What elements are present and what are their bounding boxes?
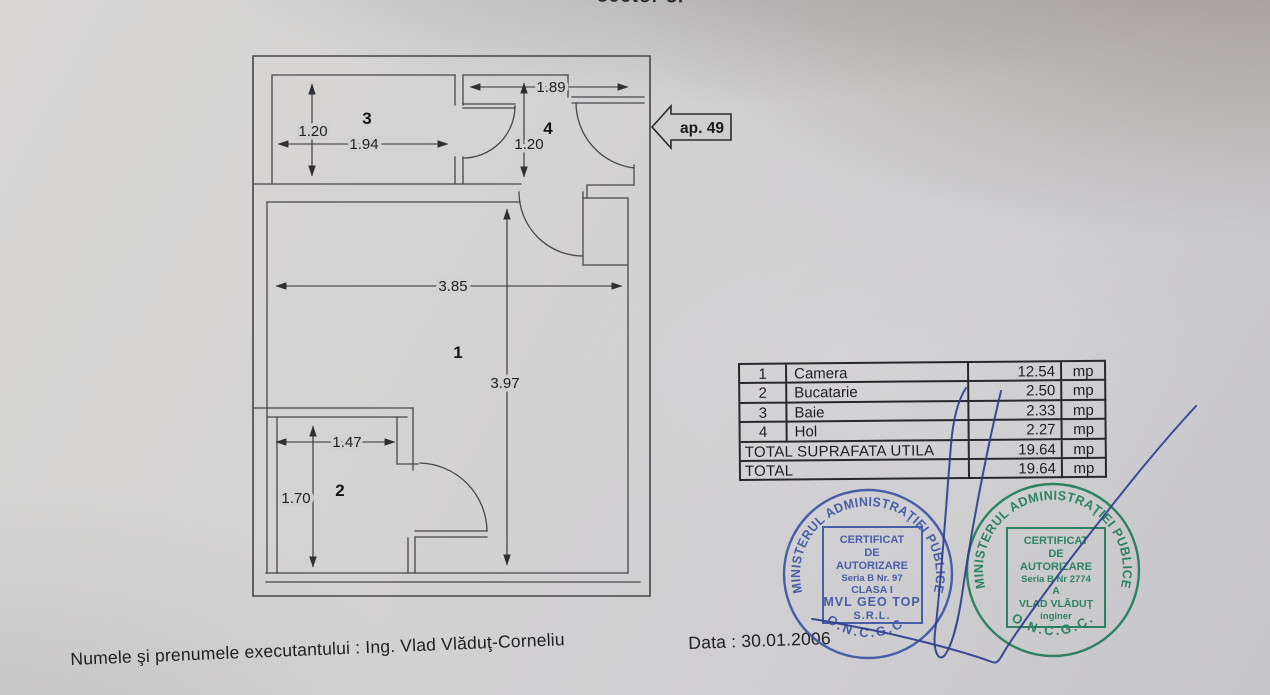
dim-hol-height: 1.20	[514, 136, 543, 153]
dimension-lines	[275, 82, 629, 568]
stamp-line: AUTORIZARE	[1020, 561, 1092, 573]
left-arrow-icon	[650, 103, 732, 151]
stamp-line: CERTIFICAT	[840, 534, 905, 546]
room-label-hol: 4	[543, 119, 553, 138]
stamp-inner-box	[1006, 527, 1106, 628]
door-leaf-bucatarie	[414, 530, 488, 538]
stamp-line: Seria B Nr 2774	[1021, 574, 1091, 585]
apartment-number-label: ap. 49	[680, 120, 724, 137]
door-swing-hol	[518, 191, 584, 257]
stamp-line: DE	[864, 547, 879, 559]
dim-baie-width: 1.94	[349, 136, 378, 153]
room-label-bucatarie: 2	[335, 481, 344, 500]
handwritten-signature	[811, 387, 1197, 664]
stamp-vlad-vladut: MINISTERUL ADMINISTRAŢIEI PUBLICE O.N.C.…	[965, 482, 1141, 658]
stamp-line: CERTIFICAT	[1024, 535, 1089, 547]
floor-plan: 1.20 1.94 1.89 1.20 3.85 3.97 1.47 1.70 …	[252, 55, 732, 597]
apartment-walls	[252, 55, 651, 597]
stamp-line: VLAD VLĂDUŢ	[1019, 597, 1094, 610]
stamp-outer-ring	[965, 482, 1141, 658]
stamp-line: A	[1052, 585, 1060, 597]
stamp-mvl-geo-top: MINISTERUL ADMINISTRAŢIEI PUBLICE O.N.C.…	[782, 488, 954, 660]
stamp-line: DE	[1048, 548, 1063, 560]
room-label-camera: 1	[453, 343, 462, 362]
room-label-baie: 3	[362, 109, 371, 128]
stamp-line: Seria B Nr. 97	[841, 573, 902, 584]
door-swing-baie	[462, 105, 516, 159]
stamp-line: S.R.L.	[853, 610, 890, 622]
door-swing-entry	[575, 102, 635, 169]
dim-bucatarie-width: 1.47	[332, 434, 361, 451]
dim-bucatarie-height: 1.70	[281, 490, 310, 507]
stamp-line: MVL GEO TOP	[823, 595, 920, 609]
door-leaf-baie	[462, 103, 516, 109]
stamp-line: AUTORIZARE	[836, 560, 908, 572]
dim-hol-width: 1.89	[536, 79, 565, 96]
dim-camera-height: 3.97	[490, 375, 519, 392]
door-swing-bucatarie	[419, 462, 488, 532]
stamp-outer-ring	[782, 488, 954, 660]
stamp-line: CLASA I	[851, 584, 893, 596]
stamp-line: inginer	[1040, 611, 1072, 622]
dim-camera-width: 3.85	[438, 278, 467, 295]
stamp-inner-box	[822, 526, 923, 624]
apartment-entry-arrow: ap. 49	[650, 103, 732, 151]
dim-baie-height: 1.20	[298, 123, 327, 140]
